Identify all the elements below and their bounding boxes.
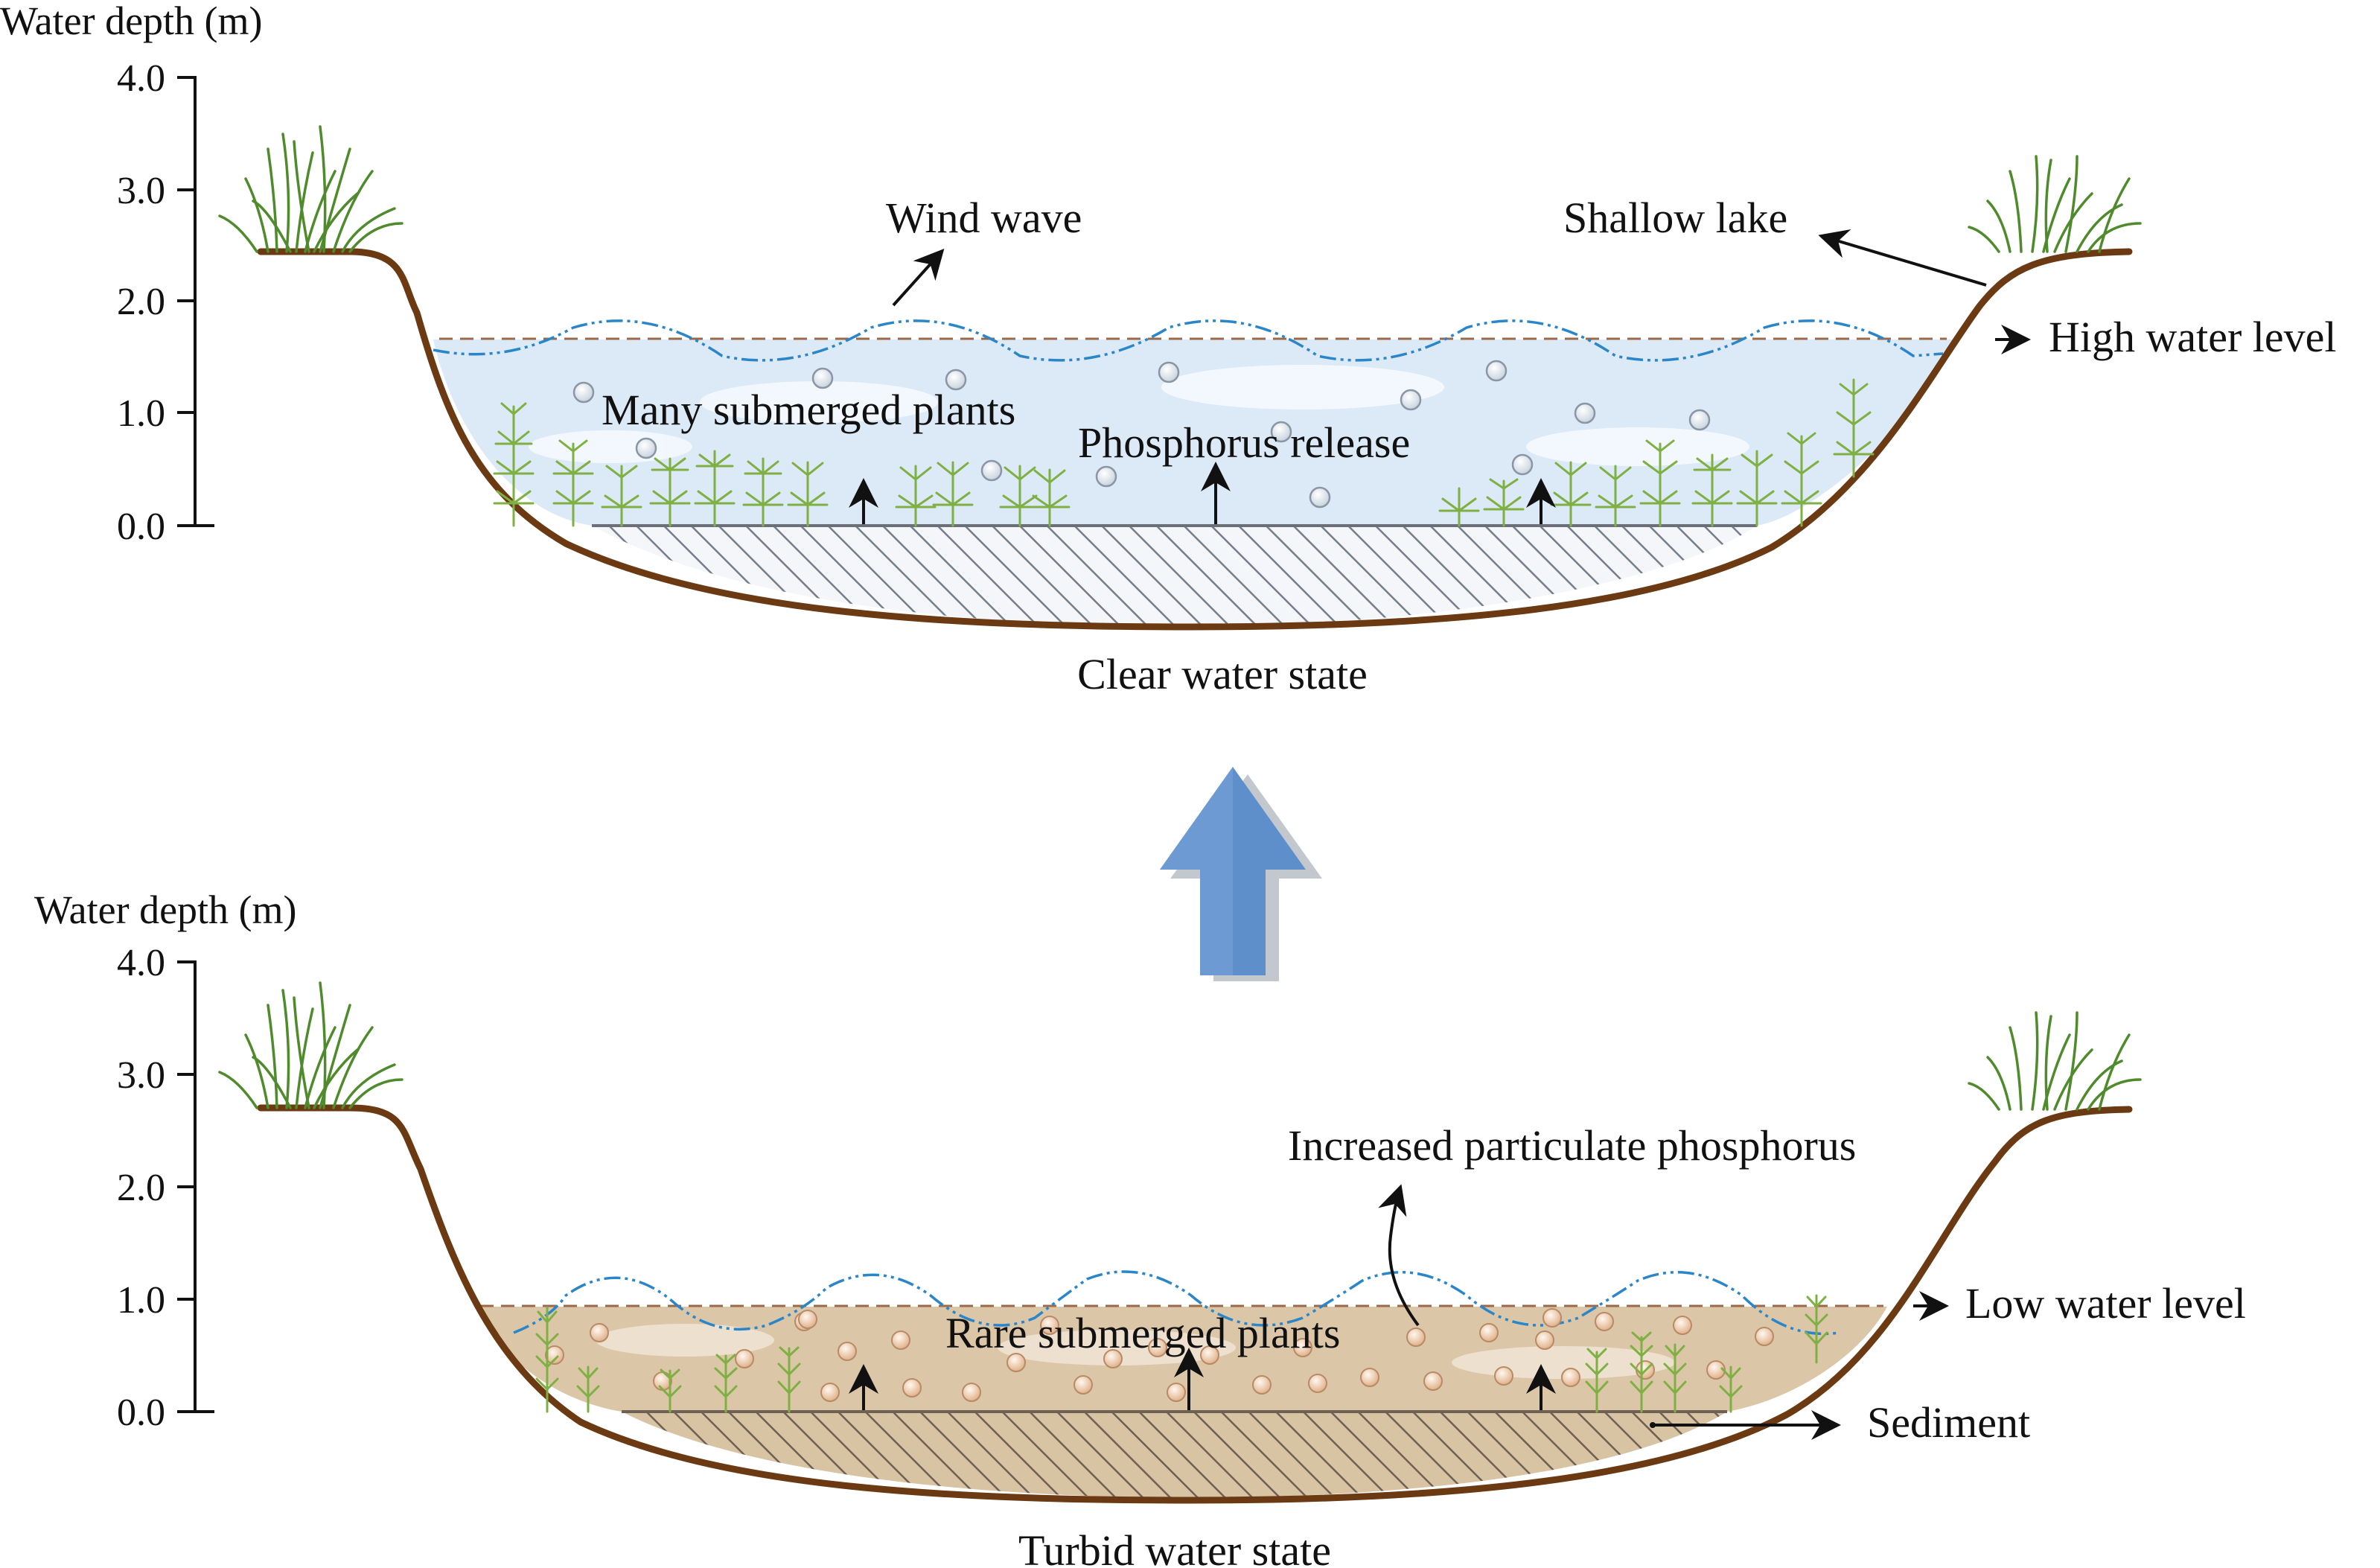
bottom-right-grass [1968, 1011, 2142, 1111]
top-lake-bed [257, 248, 2133, 631]
top-sediment [592, 526, 1757, 627]
low-water-level-label: Low water level [1965, 1279, 2246, 1328]
top-phosphorus-arrows [849, 462, 1556, 524]
bottom-tick-0: 0.0 [117, 1392, 165, 1434]
top-bubbles [572, 360, 1711, 509]
bottom-panel: Water depth (m) 4.0 3.0 2.0 1.0 0.0 [34, 887, 2246, 1568]
top-tick-2: 2.0 [117, 281, 165, 323]
bottom-depth-axis: Water depth (m) 4.0 3.0 2.0 1.0 0.0 [34, 887, 297, 1434]
sediment-label: Sediment [1867, 1398, 2030, 1447]
top-right-grass [1968, 155, 2142, 253]
top-depth-axis: Water depth (m) 4.0 3.0 2.0 1.0 0.0 [0, 0, 263, 548]
top-axis-title: Water depth (m) [0, 0, 263, 43]
wind-wave-label: Wind wave [886, 194, 1082, 242]
bottom-submerged-plants [535, 1294, 1828, 1413]
bottom-wind-wave-line [513, 1270, 1840, 1336]
top-tick-3: 3.0 [117, 170, 165, 212]
bottom-phosphorus-arrows [849, 1348, 1556, 1410]
bottom-axis-title: Water depth (m) [34, 887, 297, 932]
bottom-sediment [622, 1412, 1727, 1498]
top-tick-1: 1.0 [117, 392, 165, 435]
top-submerged-plants [493, 378, 1875, 527]
many-submerged-plants-label: Many submerged plants [602, 386, 1015, 434]
bottom-tick-2: 2.0 [117, 1167, 165, 1209]
bottom-tick-3: 3.0 [117, 1054, 165, 1097]
increased-particulate-phosphorus-label: Increased particulate phosphorus [1288, 1121, 1856, 1170]
shallow-lake-label: Shallow lake [1563, 194, 1787, 242]
phosphorus-release-label: Phosphorus release [1078, 418, 1410, 467]
particulate-phosphorus-arrow [1378, 1184, 1420, 1327]
high-water-level-label: High water level [2049, 313, 2337, 361]
wind-wave-arrow [892, 249, 945, 307]
rare-submerged-plants-label: Rare submerged plants [945, 1309, 1340, 1357]
top-panel: Water depth (m) 4.0 3.0 2.0 1.0 0.0 [0, 0, 2337, 698]
bottom-tick-4: 4.0 [117, 942, 165, 984]
top-wind-wave-line [433, 319, 1944, 362]
top-tick-0: 0.0 [117, 506, 165, 548]
clear-water-state-label: Clear water state [1077, 650, 1368, 698]
turbid-water-state-label: Turbid water state [1018, 1526, 1331, 1568]
bottom-particles [545, 1308, 1774, 1402]
top-tick-4: 4.0 [117, 57, 165, 100]
shallow-lake-arrow [1818, 229, 1987, 287]
bottom-tick-1: 1.0 [117, 1279, 165, 1322]
top-left-grass [218, 125, 403, 253]
bottom-left-grass [218, 981, 403, 1109]
top-water-highlights [529, 365, 1749, 466]
bottom-lake-bed [257, 1104, 2133, 1504]
transition-arrow [1160, 767, 1322, 981]
